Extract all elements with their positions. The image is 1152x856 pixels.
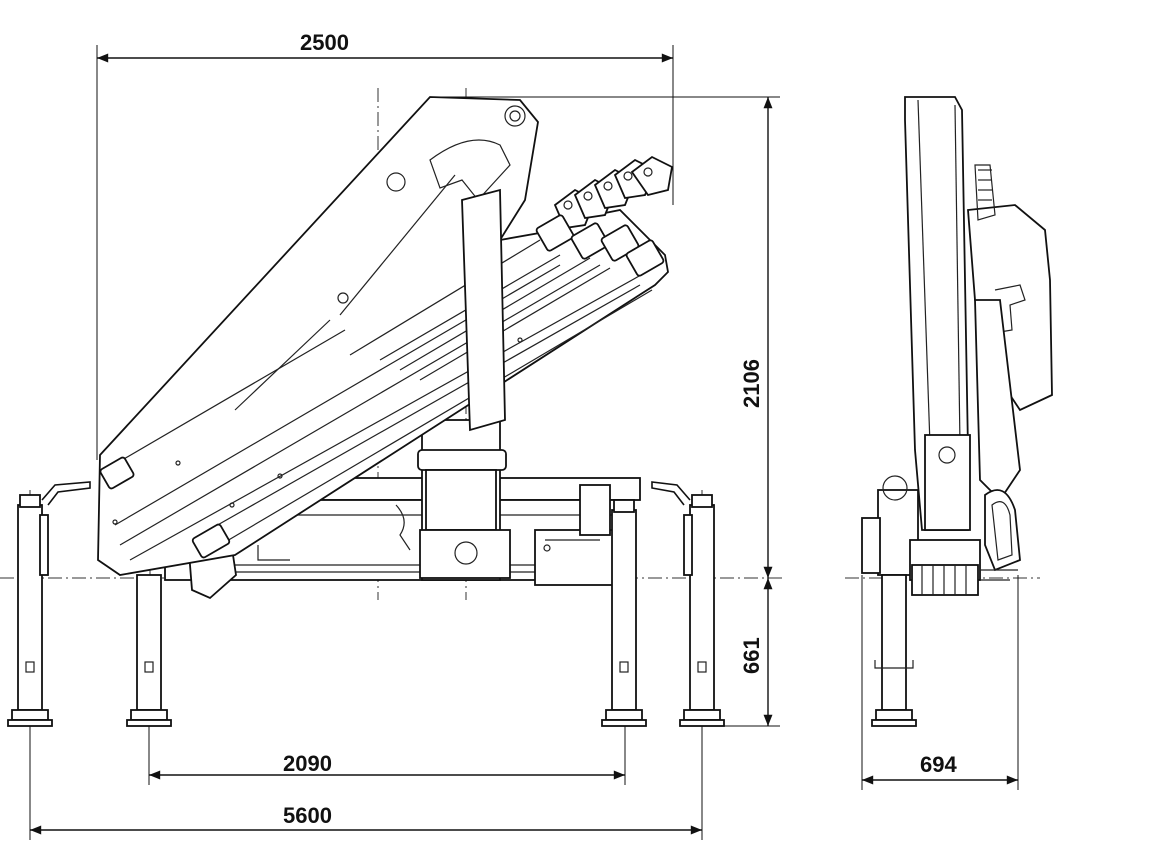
dim-label-2106: 2106: [739, 359, 764, 408]
dim-label-661: 661: [739, 637, 764, 674]
dim-label-694: 694: [920, 752, 957, 777]
dim-label-5600: 5600: [283, 803, 332, 828]
dim-label-2500: 2500: [300, 30, 349, 55]
dimension-height-above-base: 2106: [430, 96, 780, 578]
boom-extension-heads: [535, 155, 674, 277]
crane-main-boom: [97, 96, 674, 576]
dimension-below-base-leg: 661: [720, 578, 780, 727]
dimension-boom-reach-width: 2500: [96, 30, 674, 460]
dimension-total-outrigger-span: 5600: [29, 726, 703, 840]
dim-label-2090: 2090: [283, 751, 332, 776]
dimension-inner-leg-span: 2090: [148, 726, 626, 785]
outrigger-leg-far-left: [7, 481, 91, 727]
outrigger-leg-inner-right: [601, 499, 647, 727]
dimension-side-leg-width: 694: [861, 575, 1019, 790]
outrigger-leg-inner-left: [126, 574, 172, 727]
outrigger-legs-front: [7, 481, 725, 727]
crane-side-view: [861, 96, 1053, 727]
outrigger-leg-far-right: [651, 481, 725, 727]
side-outrigger-leg: [871, 574, 917, 727]
